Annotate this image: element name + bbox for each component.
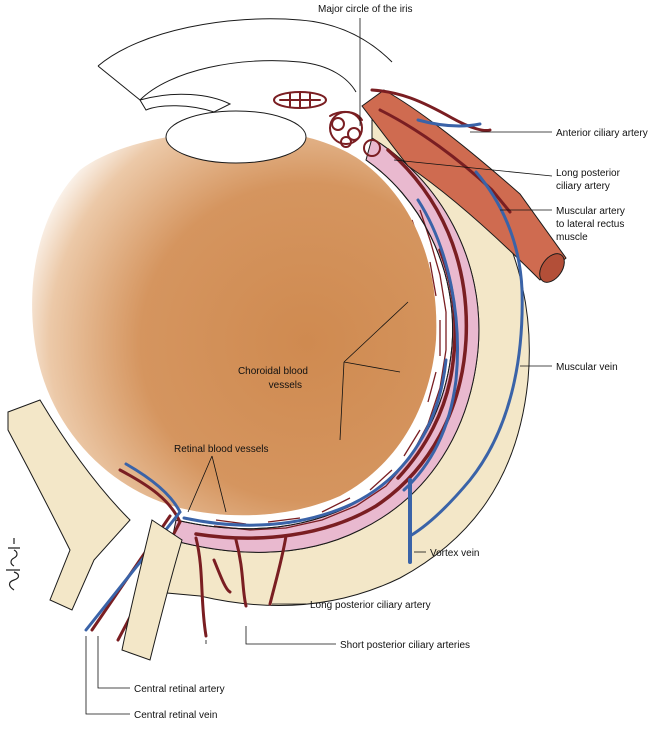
label-anterior-ciliary-artery: Anterior ciliary artery (556, 128, 648, 139)
iris-vessels (273, 91, 381, 157)
label-muscular-artery-1: Muscular artery (556, 206, 625, 217)
label-muscular-artery-2: to lateral rectus (556, 219, 624, 230)
label-choroidal-vessels-2: vessels (269, 380, 302, 391)
label-muscular-artery-3: muscle (556, 232, 588, 243)
label-vortex-vein: Vortex vein (430, 548, 479, 559)
label-central-retinal-vein: Central retinal vein (134, 710, 217, 721)
label-central-retinal-artery: Central retinal artery (134, 684, 225, 695)
cornea-inner-outline (139, 60, 357, 101)
lens (165, 110, 307, 164)
leader-lines (85, 18, 553, 715)
label-muscular-vein: Muscular vein (556, 362, 618, 373)
optic-nerve-sheath-left (7, 399, 131, 611)
label-choroidal-vessels-1: Choroidal blood (238, 366, 308, 377)
label-retinal-vessels: Retinal blood vessels (174, 444, 269, 455)
label-long-posterior-ciliary-top-2: ciliary artery (556, 181, 610, 192)
label-long-posterior-ciliary-bottom: Long posterior ciliary artery (310, 600, 431, 611)
cornea-outline (97, 18, 393, 67)
muscle-cut-end (539, 253, 565, 283)
artist-signature (6, 538, 20, 591)
label-major-circle-iris: Major circle of the iris (318, 4, 412, 15)
iris-left (139, 93, 232, 113)
vitreous-body (32, 130, 437, 516)
veins (84, 118, 524, 632)
lateral-rectus-muscle (361, 89, 567, 281)
optic-nerve-sheath-right (121, 519, 183, 661)
cornea-edge (97, 65, 141, 101)
label-short-posterior-ciliary: Short posterior ciliary arteries (340, 640, 470, 651)
label-long-posterior-ciliary-top-1: Long posterior (556, 168, 621, 179)
